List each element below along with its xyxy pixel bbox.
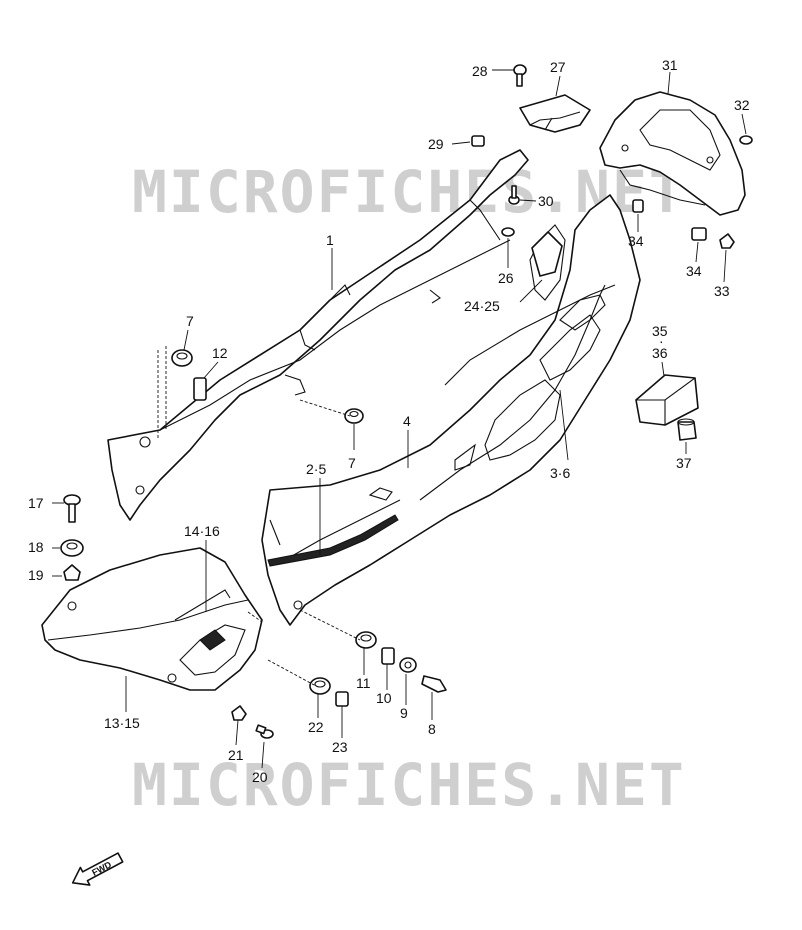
grommet-part-22 — [309, 677, 331, 695]
grommet-part-7-upper — [171, 349, 193, 367]
label-part-24-25: 24·25 — [464, 298, 500, 314]
label-part-10: 10 — [376, 690, 392, 706]
side-cover-part-3-6 — [261, 194, 641, 626]
clip-part-34-upper — [632, 199, 644, 213]
rear-grip-part-31 — [599, 91, 746, 216]
label-part-8: 8 — [428, 721, 436, 737]
label-part-26: 26 — [498, 270, 514, 286]
grommet-part-18 — [60, 539, 84, 557]
label-part-7-upper: 7 — [186, 313, 194, 329]
label-part-21: 21 — [228, 747, 244, 763]
label-part-13-15: 13·15 — [104, 715, 140, 731]
washer-part-9 — [399, 657, 417, 673]
frame-cover-part-1 — [107, 149, 529, 521]
label-part-35: 35 — [652, 323, 668, 339]
label-part-4: 4 — [403, 413, 411, 429]
clip-part-29 — [471, 135, 485, 147]
label-part-37: 37 — [676, 455, 692, 471]
screw-part-26 — [501, 227, 515, 237]
label-part-3-6: 3·6 — [550, 465, 570, 481]
label-part-2-5: 2·5 — [306, 461, 326, 477]
label-part-36: 36 — [652, 345, 668, 361]
bolt-part-8 — [421, 675, 447, 693]
label-part-19: 19 — [28, 567, 44, 583]
nut-part-33 — [719, 233, 735, 249]
label-part-18: 18 — [28, 539, 44, 555]
label-part-7-lower: 7 — [348, 455, 356, 471]
label-part-11: 11 — [356, 675, 371, 691]
nut-part-21 — [231, 705, 247, 721]
lower-cover-part-13-15 — [41, 547, 263, 691]
fwd-arrow-icon: FWD — [71, 852, 124, 886]
screw-part-20 — [255, 724, 274, 739]
screw-part-32 — [739, 135, 753, 145]
clip-part-12 — [193, 377, 207, 401]
label-part-33: 33 — [714, 283, 730, 299]
leader-lines — [52, 69, 747, 769]
label-part-31: 31 — [662, 57, 678, 73]
label-part-17: 17 — [28, 495, 44, 511]
label-part-35-36-dot: · — [659, 333, 664, 349]
screw-part-17 — [63, 494, 81, 523]
collar-part-37 — [677, 418, 697, 441]
label-part-12: 12 — [212, 345, 228, 361]
label-part-28: 28 — [472, 63, 488, 79]
part-labels: 1 2·5 3·6 4 7 7 8 9 10 11 12 13·15 14·16… — [28, 57, 750, 785]
clip-part-34-lower — [691, 227, 707, 241]
bracket-part-27 — [519, 94, 591, 133]
label-part-29: 29 — [428, 136, 444, 152]
screw-part-28 — [513, 64, 527, 87]
grommet-part-11 — [355, 631, 377, 649]
grommet-part-7-lower — [344, 408, 364, 424]
collar-part-23 — [335, 691, 349, 707]
screw-part-30 — [508, 185, 520, 205]
label-part-34-upper: 34 — [628, 233, 644, 249]
cushion-part-35-36 — [635, 374, 699, 426]
label-part-23: 23 — [332, 739, 348, 755]
label-part-1: 1 — [326, 232, 334, 248]
label-part-30: 30 — [538, 193, 554, 209]
label-part-34-lower: 34 — [686, 263, 702, 279]
nut-part-19 — [63, 564, 81, 581]
bracket-part-24-25 — [531, 231, 563, 277]
label-part-27: 27 — [550, 59, 566, 75]
label-part-14-16: 14·16 — [184, 523, 220, 539]
label-part-22: 22 — [308, 719, 324, 735]
label-part-20: 20 — [252, 769, 268, 785]
collar-part-10 — [381, 647, 395, 665]
label-part-9: 9 — [400, 705, 408, 721]
label-part-32: 32 — [734, 97, 750, 113]
watermark-bottom: MICROFICHES.NET — [132, 751, 686, 819]
